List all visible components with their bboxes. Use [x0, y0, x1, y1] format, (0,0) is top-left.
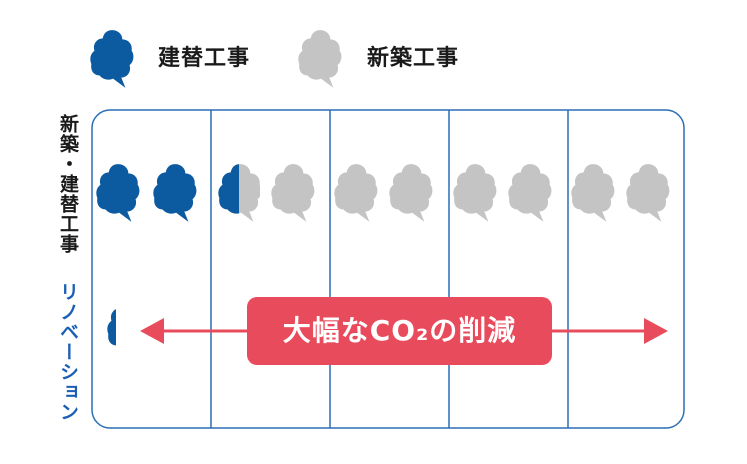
- row1-icon-2: [153, 164, 197, 222]
- row1-icon-4: [271, 164, 315, 222]
- side-label-renovation: リノベーション: [57, 282, 79, 422]
- row1-icons: [96, 164, 670, 222]
- row1-icon-3: [218, 164, 261, 222]
- legend-rebuild-icon: [90, 30, 134, 88]
- comparison-frame: [91, 109, 685, 429]
- legend-new-build-label: 新築工事: [367, 46, 460, 71]
- row1-icon-10: [626, 164, 670, 222]
- reduction-banner: [247, 297, 552, 365]
- row1-icon-7: [453, 164, 497, 222]
- row1-icon-8: [508, 164, 552, 222]
- legend-rebuild-label: 建替工事: [158, 46, 251, 71]
- row1-icon-5: [334, 164, 378, 222]
- legend-new-build-icon: [298, 30, 342, 88]
- reduction-banner-text: 大幅なCO₂の削減: [282, 314, 517, 347]
- row1-icon-1: [96, 164, 140, 222]
- side-label-new-build-rebuild: 新築・建替工事: [57, 114, 79, 254]
- row1-icon-9: [571, 164, 615, 222]
- row1-icon-6: [389, 164, 433, 222]
